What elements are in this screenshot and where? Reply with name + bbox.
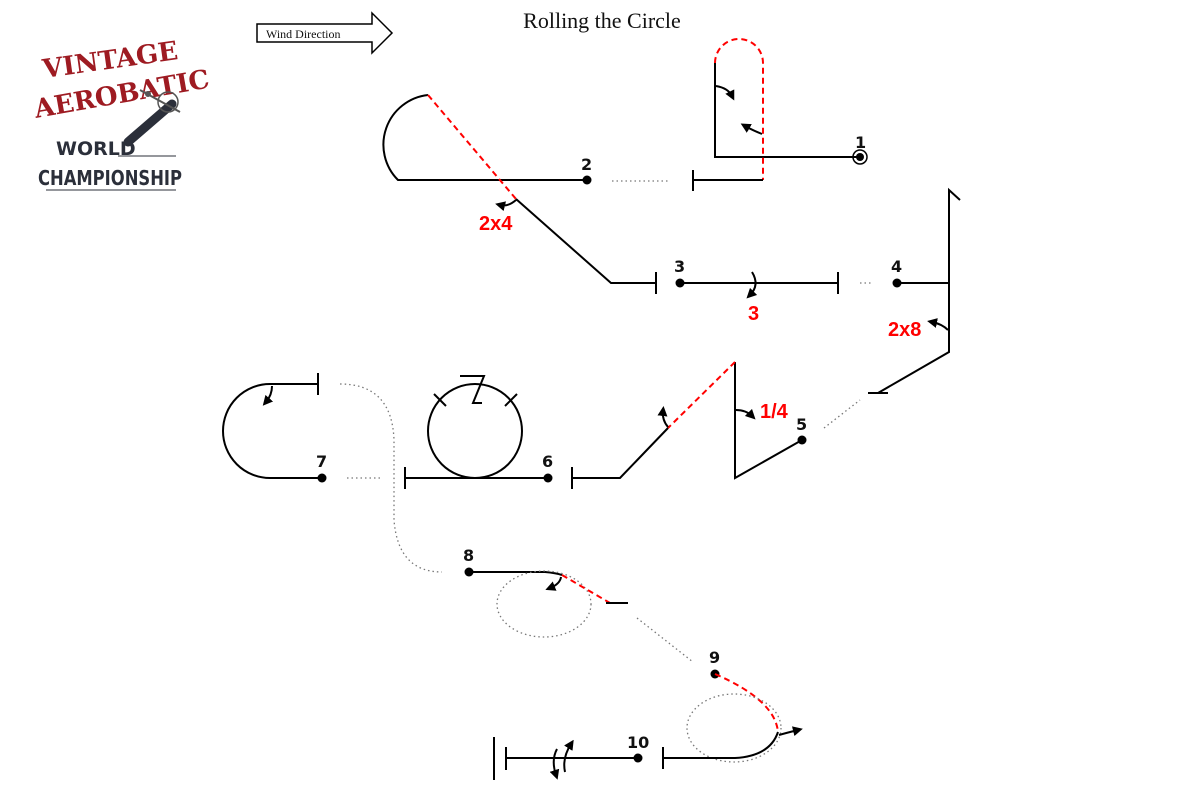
page-title: Rolling the Circle [523, 8, 681, 33]
loop-circle [427, 383, 523, 479]
roll-line [667, 361, 736, 429]
roll-arrow-icon [657, 406, 669, 428]
roll-arrow-icon [563, 739, 574, 773]
logo-line-world: WORLD [56, 138, 136, 160]
figure-number: 1 [855, 133, 866, 152]
figure-1: 1 [692, 38, 868, 191]
figure-number: 4 [891, 257, 902, 276]
roll-label: 3 [748, 303, 759, 325]
figure-4: 4 2x8 [868, 187, 961, 394]
roll-arrow-icon [262, 385, 274, 406]
logo: VINTAGE AEROBATIC WORLD CHAMPIONSHIP [31, 36, 212, 191]
roll-arrow-icon [715, 85, 735, 101]
figure-8: 8 [463, 546, 628, 638]
roll-label: 2x8 [888, 319, 921, 341]
roll-line [427, 94, 517, 200]
figure-number: 9 [709, 648, 720, 667]
logo-line-championship: CHAMPIONSHIP [38, 166, 182, 190]
figure-number: 8 [463, 546, 474, 565]
figure-number: 2 [581, 155, 592, 174]
roll-arrow-icon [549, 748, 560, 780]
biplane-icon [123, 89, 181, 147]
roll-arrow-icon [927, 318, 949, 331]
roll-line [714, 38, 764, 180]
roll-arrow-icon [746, 271, 758, 299]
roll-arrow-icon [495, 199, 517, 212]
roll-line [714, 673, 779, 733]
figure-number: 6 [542, 452, 553, 471]
connector [636, 617, 694, 663]
roll-arrow-icon [545, 576, 562, 591]
roll-label: 2x4 [479, 213, 513, 235]
roll-arrow-icon [735, 408, 756, 420]
figure-number: 7 [316, 452, 327, 471]
wind-direction-arrow: Wind Direction [256, 11, 394, 55]
figure-number: 5 [796, 415, 807, 434]
figure-9: 9 [662, 648, 803, 769]
figure-7: 7 [222, 373, 327, 483]
roll-line [561, 574, 611, 604]
roll-arrow-icon [740, 123, 763, 135]
snap-roll-icon [460, 375, 486, 404]
figure-2: 2 2x4 [382, 94, 657, 294]
roll-label: 1/4 [760, 401, 789, 423]
figure-number: 10 [627, 733, 649, 752]
wind-direction-label: Wind Direction [266, 27, 341, 41]
roll-arrow-icon [778, 726, 803, 737]
figure-5: 5 1/4 [571, 361, 807, 489]
connector [823, 399, 861, 429]
figure-6: 6 [404, 375, 553, 489]
loop-outline [686, 693, 782, 763]
figure-3: 3 3 [674, 257, 839, 325]
loop-outline [496, 570, 592, 638]
figure-10: 10 [493, 733, 649, 780]
figure-number: 3 [674, 257, 685, 276]
